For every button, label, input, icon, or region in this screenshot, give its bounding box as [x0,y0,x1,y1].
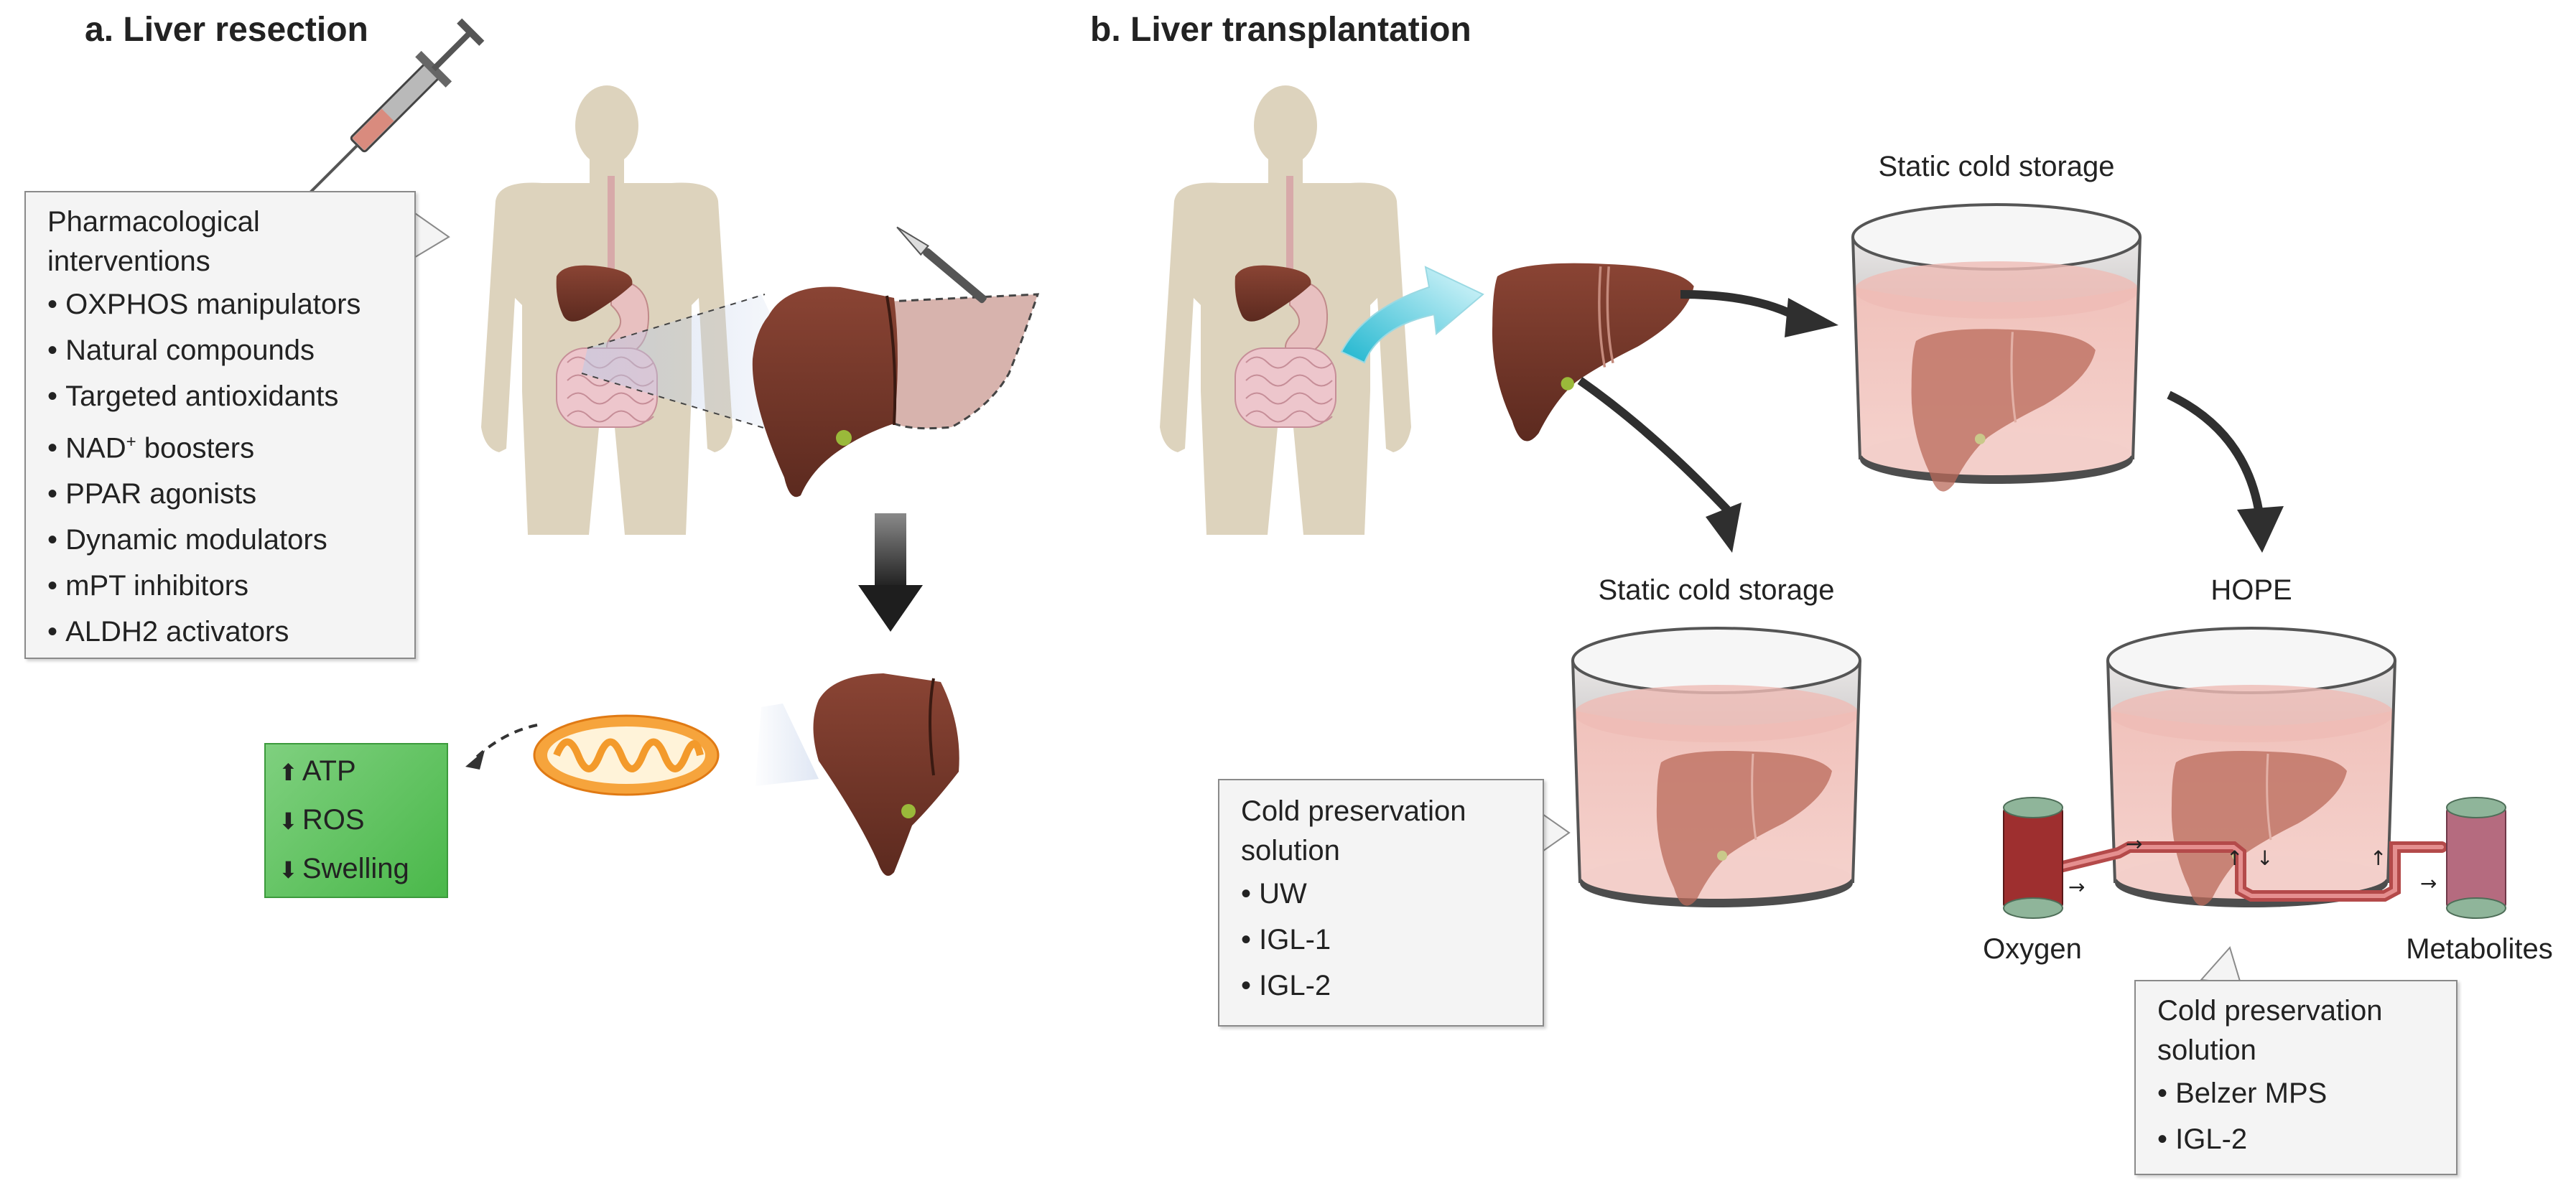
effect-row: ⬇ROS [266,796,447,845]
list-item: ALDH2 activators [47,609,414,655]
list-item: IGL-2 [2157,1116,2456,1162]
intervention-list: OXPHOS manipulators Natural compounds Ta… [47,281,414,655]
list-item: OXPHOS manipulators [47,281,414,327]
svg-text:↑: ↑ [2370,846,2386,870]
flow-arrow-icon [1577,377,1731,513]
human-body-icon [1160,85,1411,535]
list-item: Belzer MPS [2157,1070,2456,1116]
flow-arrow-icon [1680,290,1798,320]
scalpel-icon [896,226,987,304]
list-item: UW [1241,871,1543,917]
down-arrow-icon: ⬇ [279,857,298,883]
syringe-icon [307,18,485,195]
callout-heading: Cold preservation [1241,795,1466,827]
mitochondrion-icon [533,714,720,796]
list-item: Dynamic modulators [47,517,414,563]
oxygen-label: Oxygen [1983,933,2082,965]
list-item: IGL-2 [1241,963,1543,1009]
human-body-icon [481,85,733,535]
list-item: Natural compounds [47,327,414,373]
callout-heading: Pharmacological [47,206,260,238]
cold-preservation-callout-right: Cold preservation solution Belzer MPS IG… [2134,980,2458,1175]
perfusion-tubing [2034,841,2447,902]
list-item: mPT inhibitors [47,563,414,609]
down-arrow-icon [858,513,923,632]
flow-arrow-icon [2167,391,2263,511]
solution-list: UW IGL-1 IGL-2 [1241,871,1543,1009]
svg-text:↑: ↑ [2226,846,2243,870]
static-cold-storage-label-top: Static cold storage [1878,151,2115,182]
metabolite-cylinder-icon [2446,797,2506,919]
nad-superscript: + [126,432,136,452]
panel-a-title: a. Liver resection [85,11,368,49]
effect-label: ATP [302,755,356,787]
cold-preservation-callout-left: Cold preservation solution UW IGL-1 IGL-… [1218,779,1544,1027]
panel-b-title: b. Liver transplantation [1090,11,1471,49]
svg-text:→: → [2126,832,2142,856]
mitochondrial-effects-box: ⬆ATP ⬇ROS ⬇Swelling [264,743,448,898]
list-item: PPAR agonists [47,471,414,517]
transfer-arrow-icon [1340,266,1484,364]
static-cold-storage-label-bottom: Static cold storage [1598,574,1835,606]
up-arrow-icon: ⬆ [279,760,298,785]
list-item: Targeted antioxidants [47,373,414,419]
oxygen-cylinder-icon [2003,797,2063,919]
hope-label: HOPE [2210,574,2292,606]
liver-icon [752,286,1040,497]
svg-text:↓: ↓ [2256,846,2273,870]
down-arrow-icon: ⬇ [279,808,298,834]
callout-heading: solution [2157,1034,2256,1066]
list-item: NAD+ boosters [47,419,414,471]
callout-heading: solution [1241,835,1340,866]
svg-text:→: → [2068,875,2085,899]
effect-label: ROS [302,804,365,836]
metabolites-label: Metabolites [2406,933,2553,965]
pharmacological-interventions-callout: Pharmacological interventions OXPHOS man… [24,191,416,659]
liver-icon [1491,261,1696,443]
effect-row: ⬆ATP [266,747,447,796]
list-item: IGL-1 [1241,917,1543,963]
nad-label: NAD [65,432,126,464]
solution-list: Belzer MPS IGL-2 [2157,1070,2456,1162]
nad-suffix: boosters [136,432,255,464]
callout-heading: Cold preservation [2157,995,2383,1027]
svg-text:→: → [2420,871,2437,895]
liver-icon [813,673,959,876]
callout-heading: interventions [47,246,210,277]
effect-label: Swelling [302,853,409,884]
effect-row: ⬇Swelling [266,845,447,894]
